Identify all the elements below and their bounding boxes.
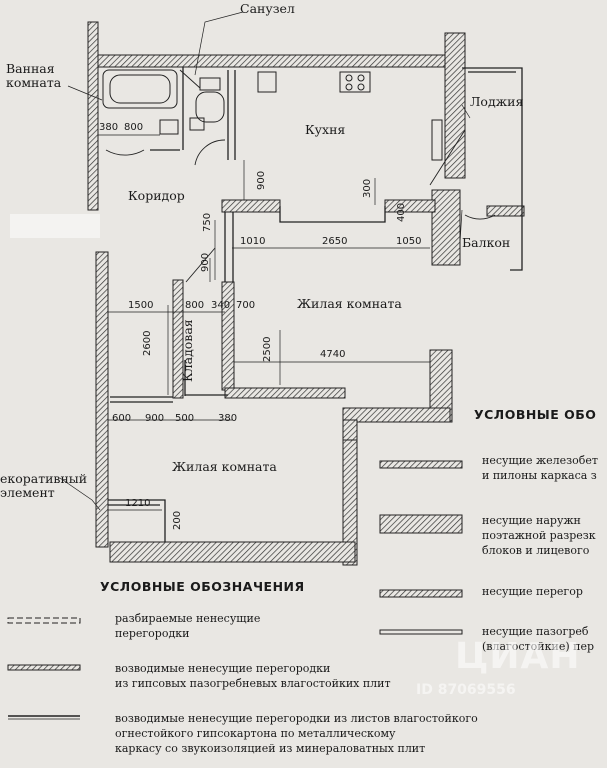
room-label-corridor: Коридор — [128, 188, 185, 203]
dim-1010: 1010 — [240, 236, 266, 247]
dim-700: 700 — [236, 300, 256, 311]
room-label-living-1: Жилая комната — [297, 296, 402, 311]
fixtures — [102, 69, 443, 161]
legend-right-markers — [379, 460, 463, 635]
room-label-loggia: Лоджия — [470, 94, 524, 109]
legend-bottom-title: УСЛОВНЫЕ ОБОЗНАЧЕНИЯ — [100, 579, 305, 594]
room-label-living-2: Жилая комната — [172, 459, 277, 474]
room-label-toilet: Санузел — [240, 1, 295, 16]
legend-right-item-4: несущие пазогреб (влагостойкие) пер — [482, 625, 595, 653]
legend-right-title: УСЛОВНЫЕ ОБО — [474, 407, 597, 422]
redacted-area — [10, 214, 100, 238]
partitions — [108, 67, 523, 542]
legend-bottom-markers — [7, 617, 81, 720]
dim-380-top: 380 — [99, 122, 119, 133]
dimension-lines — [59, 11, 471, 511]
dim-4740: 4740 — [320, 349, 346, 360]
legend-right-item-1: несущие железобет и пилоны каркаса з — [482, 454, 599, 482]
watermark-id: ID 87069556 — [416, 682, 516, 698]
legend-bottom-item-1: разбираемые ненесущие перегородки — [115, 612, 261, 640]
dim-800-top: 800 — [124, 122, 144, 133]
dim-750: 750 — [202, 212, 213, 232]
dim-2500: 2500 — [262, 336, 273, 362]
room-label-storage: Кладовая — [180, 319, 195, 382]
dim-1500: 1500 — [128, 300, 154, 311]
bearing-walls — [87, 21, 525, 566]
dim-600: 600 — [112, 413, 132, 424]
dim-380-bottom: 380 — [218, 413, 238, 424]
dim-2600: 2600 — [142, 330, 153, 356]
dim-500: 500 — [175, 413, 195, 424]
dim-2650: 2650 — [322, 236, 348, 247]
watermark-brand: ЦИАН — [455, 636, 581, 677]
legend-bottom-item-3: возводимые ненесущие перегородки из лист… — [115, 712, 478, 755]
dim-340: 340 — [211, 300, 231, 311]
dim-900-bottom: 900 — [145, 413, 165, 424]
room-label-bathroom: Ванная комната — [6, 61, 62, 91]
legend-right-item-3: несущие перегор — [482, 585, 583, 598]
dim-300: 300 — [362, 178, 373, 198]
dim-1210: 1210 — [125, 498, 151, 509]
dim-200: 200 — [172, 510, 183, 530]
door-swings — [105, 69, 496, 283]
dim-800-mid: 800 — [185, 300, 205, 311]
dim-900-door: 900 — [200, 252, 211, 272]
legend-bottom-item-2: возводимые ненесущие перегородки из гипс… — [115, 662, 391, 690]
dim-1050: 1050 — [396, 236, 422, 247]
dim-400: 400 — [396, 202, 407, 222]
room-label-kitchen: Кухня — [305, 122, 346, 137]
label-decor-element: екоративный элемент — [0, 471, 88, 501]
dim-900-corridor: 900 — [256, 170, 267, 190]
legend-right-item-2: несущие наружн поэтажной разрезк блоков … — [482, 514, 596, 557]
room-label-balcony: Балкон — [462, 235, 511, 250]
